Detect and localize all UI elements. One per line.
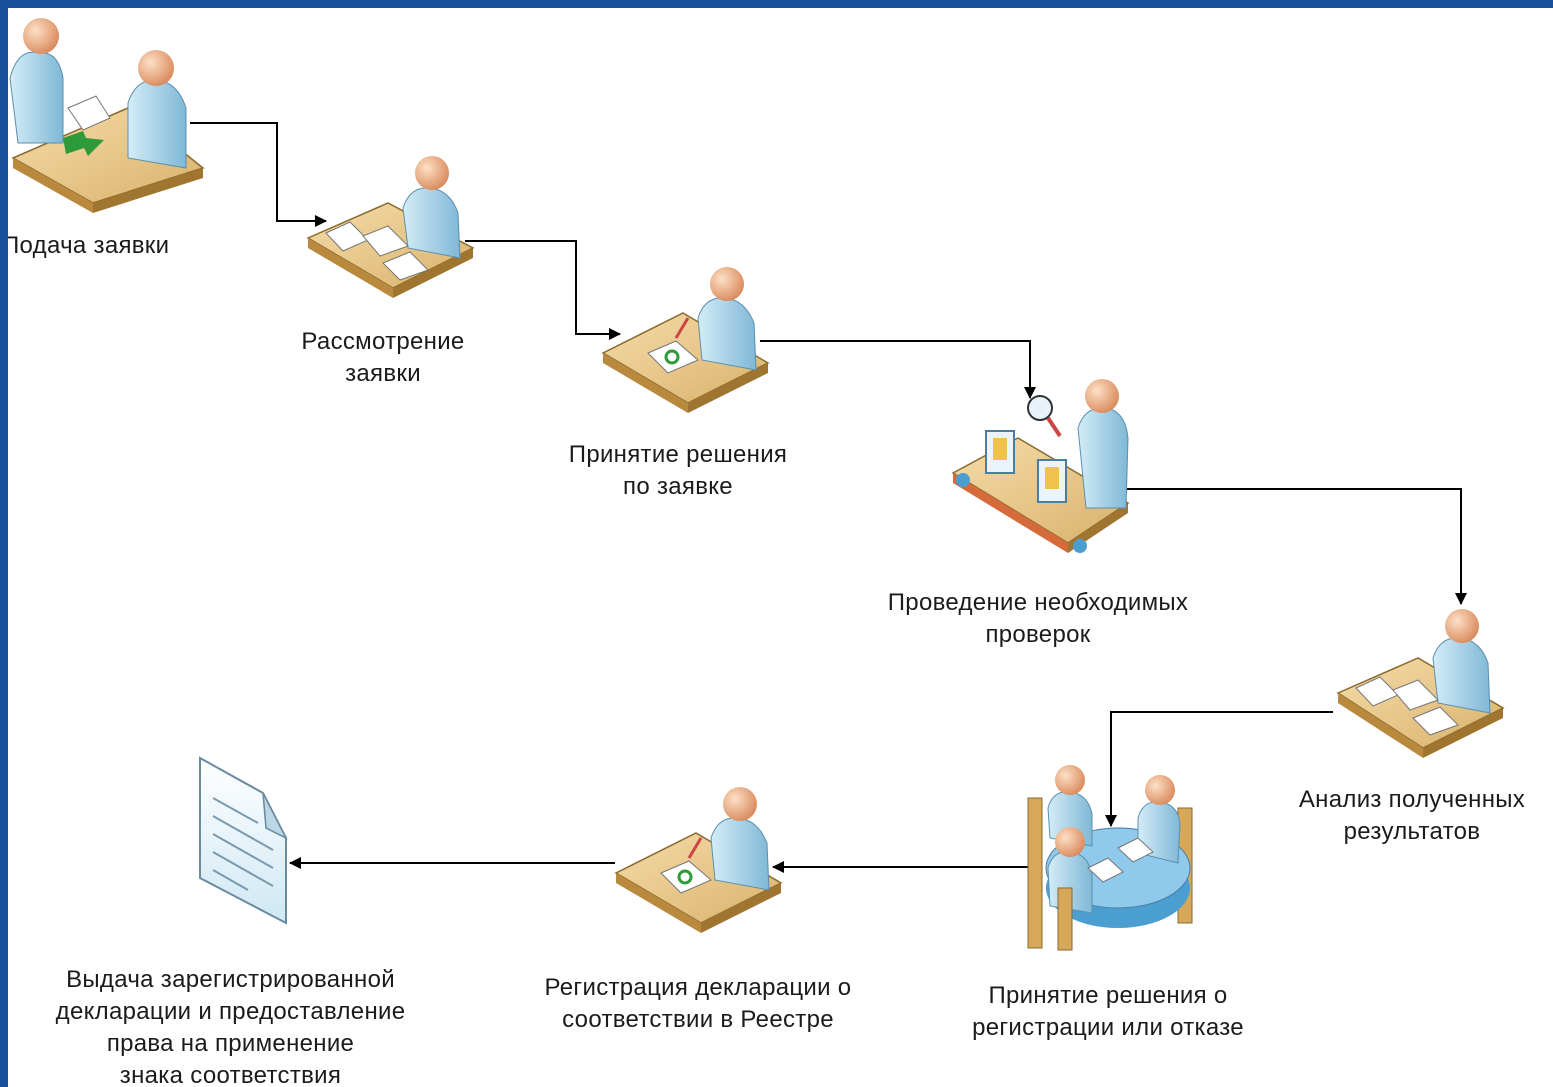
connector-decision-checks bbox=[760, 340, 1036, 399]
label-line: по заявке bbox=[623, 473, 733, 500]
analysis-desk-icon bbox=[1336, 609, 1505, 758]
process-diagram bbox=[9, 18, 1505, 951]
registration-desk-icon bbox=[614, 787, 783, 933]
step-label-analysis: Анализ полученных результатов bbox=[1270, 784, 1553, 848]
diagram-canvas: Подача заявки Рассмотрение заявки Принят… bbox=[8, 8, 1553, 1087]
step-label-review: Рассмотрение заявки bbox=[278, 326, 488, 390]
connectors bbox=[190, 122, 1467, 873]
label-line: заявки bbox=[345, 360, 421, 387]
label-line: знака соответствия bbox=[119, 1062, 342, 1087]
connector-checks-analysis bbox=[1123, 488, 1467, 605]
step-label-submit: Подача заявки bbox=[8, 230, 169, 262]
step-label-decision: Принятие решения по заявке bbox=[538, 439, 818, 503]
label-line: права на применение bbox=[106, 1030, 355, 1057]
connector-review-decision bbox=[465, 240, 621, 340]
label-line: результатов bbox=[1343, 818, 1481, 845]
connector-analysis-regdecision bbox=[1105, 711, 1333, 827]
label-line: Проведение необходимых bbox=[887, 589, 1189, 616]
label-line: Выдача зарегистрированной bbox=[66, 966, 395, 993]
label-line: декларации и предоставление bbox=[55, 998, 406, 1025]
handover-desk-icon bbox=[9, 18, 205, 213]
label-line: соответствии в Реестре bbox=[562, 1006, 834, 1033]
step-label-registration: Регистрация декларации о соответствии в … bbox=[498, 972, 898, 1036]
step-label-checks: Проведение необходимых проверок bbox=[843, 587, 1233, 651]
label-line: проверок bbox=[985, 621, 1091, 648]
label-line: Рассмотрение bbox=[301, 328, 465, 355]
label-line: Принятие решения bbox=[568, 441, 788, 468]
review-desk-icon bbox=[306, 156, 475, 298]
decision-desk-icon bbox=[601, 267, 770, 413]
label-line: Подача заявки bbox=[8, 232, 170, 259]
label-line: Регистрация декларации о bbox=[544, 974, 852, 1001]
label-line: регистрации или отказе bbox=[972, 1014, 1244, 1041]
step-label-reg-decision: Принятие решения о регистрации или отказ… bbox=[933, 980, 1283, 1044]
label-line: Принятие решения о bbox=[988, 982, 1228, 1009]
inspection-conveyor-icon bbox=[951, 379, 1130, 553]
connector-submit-review bbox=[190, 122, 327, 227]
label-line: Анализ полученных bbox=[1298, 786, 1526, 813]
document-icon bbox=[199, 756, 288, 925]
step-label-issue: Выдача зарегистрированной декларации и п… bbox=[8, 964, 453, 1087]
meeting-table-icon bbox=[1027, 765, 1193, 951]
